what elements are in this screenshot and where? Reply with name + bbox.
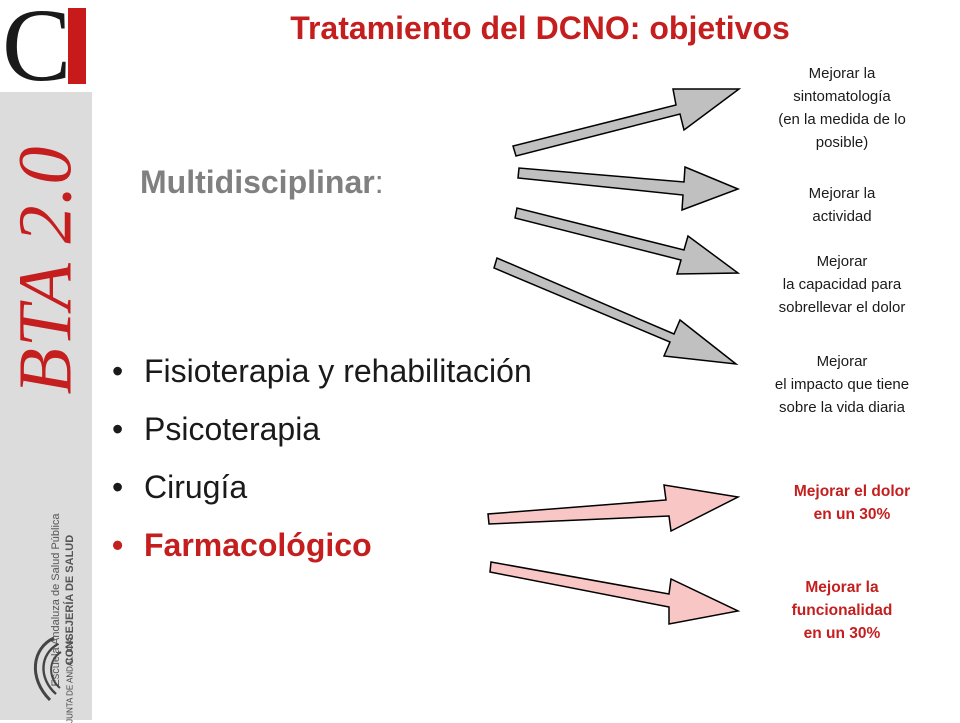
goal-line: Mejorar el dolor [793,483,911,500]
goal-line: la capacidad para [782,276,902,293]
arrow-to-function-30 [489,561,741,625]
goal-daily-impact: Mejorar el impacto que tiene sobre la vi… [742,350,942,419]
goal-line: Mejorar la [805,579,879,596]
arrow-to-pain-30 [487,484,741,533]
goal-line: Mejorar la [808,185,876,202]
goal-line: posible) [815,134,869,151]
goal-line: el impacto que tiene [774,376,910,393]
goal-coping: Mejorar la capacidad para sobrellevar el… [742,250,942,319]
cadime-logo-box [68,8,86,84]
arrow-to-coping [514,207,741,275]
goal-line: funcionalidad [791,602,893,619]
junta-emblem-icon [34,636,62,702]
goal-line: (en la medida de lo [778,111,906,128]
goal-symptoms: Mejorar la sintomatología (en la medida … [742,62,942,154]
brand-sidebar: C Cadime BTA 2.0 Escuela Andaluza de Sal… [0,0,102,723]
goal-line: Mejorar la [808,65,876,82]
goal-line: en un 30% [813,506,891,523]
goal-line: en un 30% [803,625,881,642]
goal-function-30: Mejorar la funcionalidad en un 30% [742,576,942,645]
goal-line: actividad [812,208,872,225]
slide-title: Tratamiento del DCNO: objetivos [290,10,790,46]
treatment-item-surgery: Cirugía [112,458,532,516]
goal-line: sintomatología [793,88,891,105]
goal-activity: Mejorar la actividad [742,182,942,228]
treatment-item-pharmacological: Farmacológico [112,516,532,574]
approach-heading-text: Multidisciplinar [140,164,375,200]
goal-line: sobrellevar el dolor [778,299,906,316]
cadime-logo-letter: C [2,0,72,103]
approach-heading: Multidisciplinar: [140,164,384,201]
goal-line: Mejorar [816,353,868,370]
brand-strip [0,92,92,720]
arrow-to-daily-impact [493,256,739,366]
arrow-to-symptoms [512,88,742,157]
arrow-to-activity [517,165,741,212]
treatment-item-psychotherapy: Psicoterapia [112,400,532,458]
goal-pain-30: Mejorar el dolor en un 30% [752,480,952,526]
goal-line: Mejorar [816,253,868,270]
treatment-item-physiotherapy: Fisioterapia y rehabilitación [112,342,532,400]
treatment-list: Fisioterapia y rehabilitación Psicoterap… [112,342,532,574]
goal-line: sobre la vida diaria [779,399,905,416]
approach-heading-colon: : [374,164,384,200]
